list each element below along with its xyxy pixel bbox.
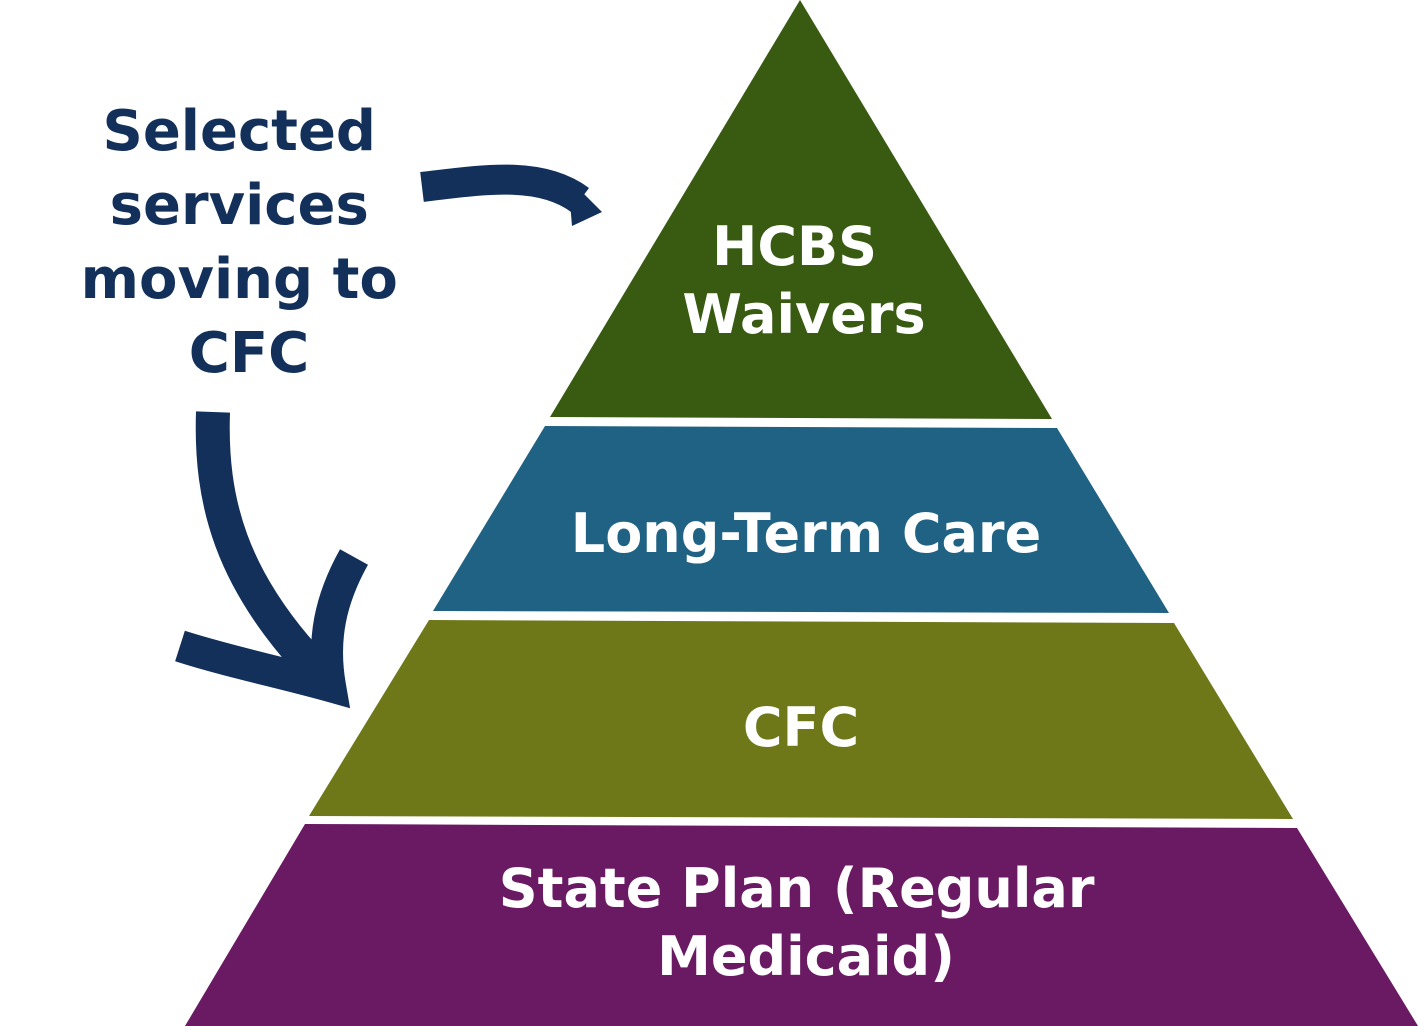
arrow-down-head [175,549,369,709]
tier-hcbs-label: HCBS Waivers [682,215,925,346]
tier-cfc-shape [309,620,1293,819]
arrow-to-hcbs-icon [420,164,602,226]
tier-ltc-label: Long-Term Care [571,502,1041,565]
callout-line-4: CFC [189,321,309,386]
arrow-to-hcbs-head [568,178,602,226]
tier-state-plan-label-line-2: Medicaid) [657,925,955,988]
tier-cfc-label: CFC [743,696,859,759]
callout-line-1: Selected [102,99,376,164]
tier-hcbs-label-line-1: HCBS [712,215,877,278]
tier-hcbs-shape [550,0,1052,419]
tier-hcbs-label-line-2: Waivers [682,283,925,346]
tier-state-plan-label-line-1: State Plan (Regular [499,857,1095,920]
callout-text: Selected services moving to CFC [81,99,418,386]
callout-line-3: moving to [81,247,398,312]
arrow-to-hcbs-shaft [420,164,589,213]
tier-ltc-shape [433,426,1169,613]
arrow-down-icon [175,411,369,709]
tier-state-plan-label: State Plan (Regular Medicaid) [499,857,1114,988]
tier-state-plan-shape [185,824,1418,1026]
arrow-down-shaft [195,411,331,684]
callout-line-2: services [110,173,369,238]
